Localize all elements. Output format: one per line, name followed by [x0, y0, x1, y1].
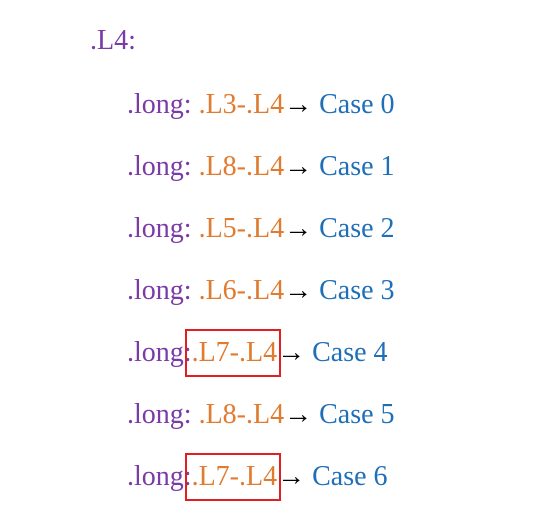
case-label: Case 0: [319, 89, 395, 120]
highlight-box: [184, 329, 282, 377]
arrow-icon: →: [284, 89, 313, 120]
highlight-box: [184, 453, 282, 501]
jump-table-row: .long: .L8-.L4→ Case 5: [127, 395, 395, 435]
long-directive: .long:: [127, 337, 192, 368]
long-directive: .long:: [127, 89, 192, 120]
jump-table-label: .L4:: [90, 25, 136, 56]
offset-expression: .L6-.L4: [198, 275, 285, 306]
arrow-icon: →: [284, 151, 313, 182]
offset-expression: .L8-.L4: [198, 399, 285, 430]
case-label: Case 2: [319, 213, 395, 244]
case-label: Case 1: [319, 151, 395, 182]
jump-table-row: .long:.L7-.L4→ Case 4: [127, 329, 388, 377]
jump-table-row: .long: .L5-.L4→ Case 2: [127, 209, 395, 249]
arrow-icon: →: [284, 275, 313, 306]
offset-expression: .L7-.L4: [191, 337, 278, 368]
offset-expression: .L7-.L4: [191, 461, 278, 492]
arrow-icon: →: [284, 399, 313, 430]
jump-table-row: .long: .L8-.L4→ Case 1: [127, 147, 395, 187]
long-directive: .long:: [127, 399, 192, 430]
case-label: Case 4: [312, 337, 388, 368]
arrow-icon: →: [277, 337, 306, 368]
case-label: Case 5: [319, 399, 395, 430]
highlighted-offset: .L7-.L4: [184, 453, 282, 501]
long-directive: .long:: [127, 275, 192, 306]
highlighted-offset: .L7-.L4: [184, 329, 282, 377]
long-directive: .long:: [127, 461, 192, 492]
jump-table-row: .long: .L6-.L4→ Case 3: [127, 271, 395, 311]
long-directive: .long:: [127, 213, 192, 244]
offset-expression: .L5-.L4: [198, 213, 285, 244]
long-directive: .long:: [127, 151, 192, 182]
case-label: Case 3: [319, 275, 395, 306]
arrow-icon: →: [277, 461, 306, 492]
arrow-icon: →: [284, 213, 313, 244]
offset-expression: .L3-.L4: [198, 89, 285, 120]
jump-table-row: .long: .L3-.L4→ Case 0: [127, 85, 395, 125]
case-label: Case 6: [312, 461, 388, 492]
offset-expression: .L8-.L4: [198, 151, 285, 182]
jump-table-row: .long:.L7-.L4→ Case 6: [127, 453, 388, 501]
